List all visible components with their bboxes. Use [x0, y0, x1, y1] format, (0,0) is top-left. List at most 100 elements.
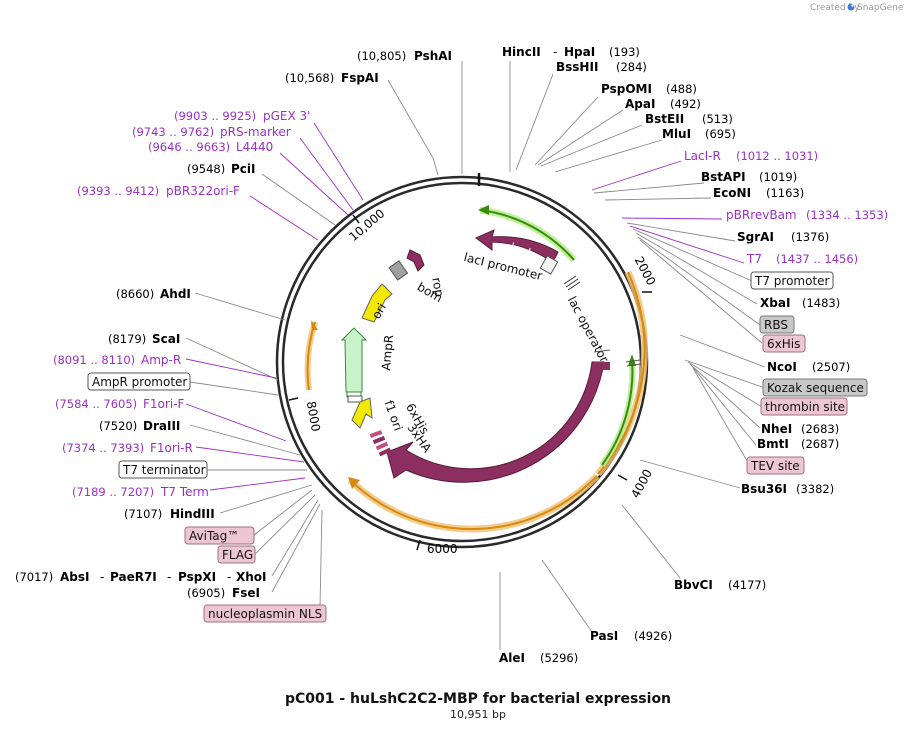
HincII-dash: -	[553, 45, 557, 59]
brand-text: SnapGene	[857, 3, 904, 13]
lac-operator-label: lac operator	[565, 294, 612, 365]
MluI-pos: (695)	[705, 127, 736, 141]
BstEII-label[interactable]: BstEII	[645, 112, 684, 126]
BstAPI-label[interactable]: BstAPI	[701, 170, 746, 184]
ScaI-pos: (8179)	[108, 332, 146, 346]
AmpR-primer-range: (8091 .. 8110)	[53, 353, 135, 367]
pRS-range: (9743 .. 9762)	[132, 125, 214, 139]
AbsI-pos: (7017)	[15, 570, 53, 584]
T7Term-range: (7189 .. 7207)	[72, 485, 154, 499]
XbaI-label[interactable]: XbaI	[760, 296, 790, 310]
pBRrevBam-label[interactable]: pBRrevBam	[726, 208, 797, 222]
HindIII-label[interactable]: HindIII	[170, 507, 215, 521]
LacIR-range: (1012 .. 1031)	[736, 149, 818, 163]
pBR322-label[interactable]: pBR322ori-F	[166, 184, 240, 198]
ori-feature[interactable]	[361, 283, 393, 323]
6xHis-box[interactable]	[762, 334, 806, 353]
T7-label[interactable]: T7	[746, 252, 762, 266]
HincII-label[interactable]: HincII	[502, 45, 541, 59]
PasI-label[interactable]: PasI	[590, 629, 618, 643]
PciI-label[interactable]: PciI	[231, 162, 256, 176]
EcoNI-pos: (1163)	[766, 186, 804, 200]
MluI-label[interactable]: MluI	[662, 127, 691, 141]
SgrAI-label[interactable]: SgrAI	[737, 230, 774, 244]
PspOMI-label[interactable]: PspOMI	[601, 82, 652, 96]
BstAPI-pos: (1019)	[759, 170, 797, 184]
NLS-box[interactable]	[203, 604, 327, 623]
HpaI-label[interactable]: HpaI	[564, 45, 595, 59]
BssHII-label[interactable]: BssHII	[556, 60, 598, 74]
Bsu36I-pos: (3382)	[796, 482, 834, 496]
BbvCI-pos: (4177)	[728, 578, 766, 592]
PaeR7I-label[interactable]: PaeR7I	[110, 570, 157, 584]
Bsu36I-label[interactable]: Bsu36I	[741, 482, 787, 496]
AbsI-label[interactable]: AbsI	[60, 570, 89, 584]
PciI-pos: (9548)	[187, 162, 225, 176]
AviTag-box[interactable]	[184, 526, 255, 545]
AmpR-feature[interactable]	[340, 327, 368, 398]
lacI-feature[interactable]	[475, 229, 559, 263]
T7-terminator-label: T7 terminator	[122, 463, 206, 477]
SgrAI-pos: (1376)	[791, 230, 829, 244]
NLS-label: nucleoplasmin NLS	[208, 607, 322, 621]
F1oriR-label[interactable]: F1ori-R	[150, 441, 193, 455]
FseI-label[interactable]: FseI	[232, 586, 260, 600]
T7Term-label[interactable]: T7 Term	[160, 485, 209, 499]
T7-range: (1437 .. 1456)	[776, 252, 858, 266]
FspAI-label[interactable]: FspAI	[341, 71, 379, 85]
PspXI-label[interactable]: PspXI	[178, 570, 216, 584]
LshC2c2-feature[interactable]	[386, 361, 610, 483]
pBRrevBam-range: (1334 .. 1353)	[806, 208, 888, 222]
XhoI-label[interactable]: XhoI	[236, 570, 267, 584]
lac-operator-marker	[563, 275, 581, 291]
EcoNI-label[interactable]: EcoNI	[713, 186, 751, 200]
PaeR7I-dash: -	[167, 570, 171, 584]
LacIR-label[interactable]: LacI-R	[684, 149, 721, 163]
AhdI-label[interactable]: AhdI	[160, 287, 191, 301]
BbvCI-label[interactable]: BbvCI	[674, 578, 713, 592]
F1oriF-label[interactable]: F1ori-F	[143, 397, 184, 411]
orange-band-bottom	[347, 473, 600, 533]
pGEX3-label[interactable]: pGEX 3'	[263, 109, 310, 123]
LshC2c2-label: LshC2c2	[505, 473, 558, 502]
FLAG-box[interactable]	[217, 545, 256, 564]
FseI-pos: (6905)	[187, 586, 225, 600]
thrombin-label: thrombin site	[765, 400, 845, 414]
DraIII-label[interactable]: DraIII	[143, 419, 180, 433]
ScaI-label[interactable]: ScaI	[152, 332, 180, 346]
BstEII-pos: (513)	[702, 112, 733, 126]
AleI-label[interactable]: AleI	[499, 651, 525, 665]
snapgene-logo-icon	[847, 3, 855, 11]
PshAI-label[interactable]: PshAI	[414, 49, 452, 63]
T7-promoter-box[interactable]	[750, 271, 834, 290]
6xHis-box-label: 6xHis	[767, 337, 800, 351]
TEV-box[interactable]	[746, 456, 805, 475]
f1-ori-feature[interactable]	[351, 397, 373, 429]
DraIII-pos: (7520)	[99, 419, 137, 433]
pRS-label[interactable]: pRS-marker	[220, 125, 291, 139]
AmpR-primer-label[interactable]: Amp-R	[141, 353, 181, 367]
AmpR-promoter-label: AmpR promoter	[92, 375, 187, 389]
F1oriR-range: (7374 .. 7393)	[62, 441, 144, 455]
Kozak-box[interactable]	[762, 378, 868, 397]
T7-terminator-box[interactable]	[118, 460, 208, 479]
NheI-pos: (2683)	[801, 422, 839, 436]
ApaI-label[interactable]: ApaI	[625, 97, 655, 111]
pBR322-range: (9393 .. 9412)	[77, 184, 159, 198]
ori-label: ori	[369, 301, 389, 322]
orange-band-left	[304, 320, 318, 391]
NcoI-label[interactable]: NcoI	[767, 360, 797, 374]
PshAI-pos: (10,805)	[357, 49, 406, 63]
BmtI-pos: (2687)	[801, 437, 839, 451]
Kozak-label: Kozak sequence	[767, 381, 864, 395]
orange-band-right	[595, 270, 649, 477]
thrombin-box[interactable]	[760, 397, 848, 416]
BmtI-label[interactable]: BmtI	[757, 437, 789, 451]
AmpR-promoter-box[interactable]	[87, 372, 191, 391]
ApaI-pos: (492)	[670, 97, 701, 111]
RBS-box[interactable]	[759, 315, 795, 334]
rop-feature[interactable]	[406, 249, 425, 272]
L4440-label[interactable]: L4440	[236, 140, 273, 154]
NheI-label[interactable]: NheI	[761, 422, 792, 436]
